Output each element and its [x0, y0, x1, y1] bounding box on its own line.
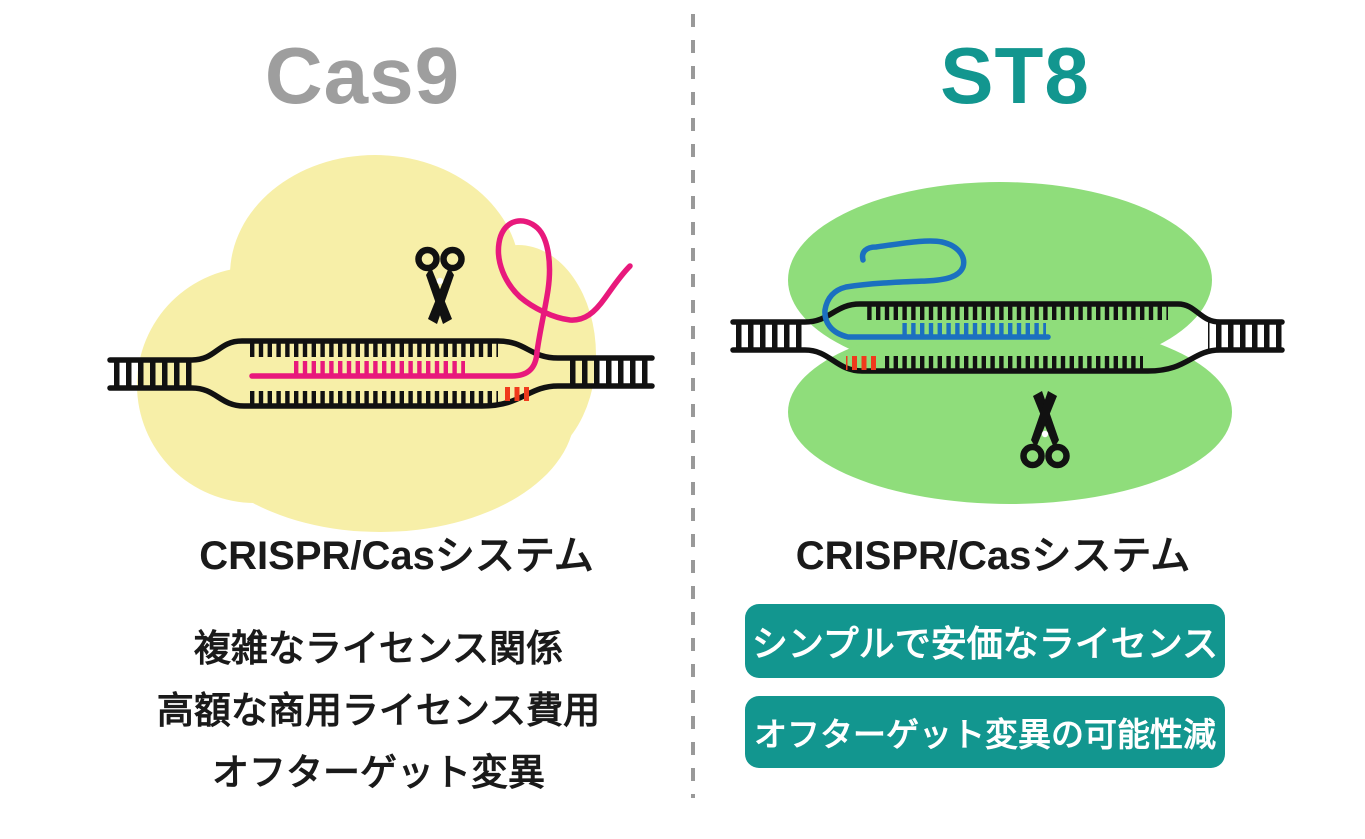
- pam-site-ticks: [846, 356, 876, 370]
- benefit-badge-label: シンプルで安価なライセンス: [751, 623, 1219, 664]
- grna-base-ticks: [290, 361, 465, 374]
- dna-rungs-right: [1208, 322, 1282, 350]
- top-strand-base-ticks: [863, 306, 1168, 320]
- panel-st8: ST8: [693, 0, 1365, 839]
- st8-benefit-list: シンプルで安価なライセンス オフターゲット変異の可能性減: [649, 604, 1321, 786]
- st8-dna-illustration: [730, 182, 1285, 504]
- dna-rungs-left: [114, 360, 192, 388]
- benefit-badge: シンプルで安価なライセンス: [745, 604, 1225, 678]
- guide-rna-strand: [822, 238, 1051, 340]
- panel-cas9: Cas9: [107, 36, 655, 793]
- pam-site-ticks: [502, 387, 530, 401]
- st8-title: ST8: [940, 31, 1090, 120]
- drawback-item: オフターゲット変異: [212, 752, 545, 793]
- cas9-title: Cas9: [264, 31, 461, 120]
- cas9-dna-illustration: [107, 155, 655, 532]
- dna-bottom-strand: [107, 383, 655, 409]
- dashed-divider: [691, 14, 695, 798]
- dna-double-strand: [107, 338, 655, 409]
- dna-bottom-strand: [730, 347, 1285, 374]
- dna-rungs-left: [736, 322, 808, 350]
- st8-protein-blob: [788, 182, 1232, 504]
- drawback-item: 高額な商用ライセンス費用: [156, 690, 601, 731]
- grna-loop: [822, 238, 1051, 340]
- bottom-strand-base-ticks: [885, 356, 1143, 370]
- guide-rna-strand: [249, 218, 633, 379]
- st8-system-label: CRISPR/Casシステム: [795, 534, 1191, 578]
- bottom-strand-base-ticks: [250, 391, 498, 405]
- drawback-item: 複雑なライセンス関係: [193, 628, 564, 669]
- cas9-system-label: CRISPR/Casシステム: [199, 534, 594, 578]
- benefit-badge: オフターゲット変異の可能性減: [745, 696, 1225, 768]
- top-strand-base-ticks: [246, 343, 498, 357]
- grna-base-ticks: [900, 323, 1046, 336]
- dna-top-strand: [107, 338, 655, 363]
- dna-top-strand: [730, 301, 1285, 325]
- scissors-icon: [415, 246, 465, 324]
- scissors-icon: [1020, 391, 1070, 469]
- benefit-badge-label: オフターゲット変異の可能性減: [754, 716, 1216, 753]
- dna-double-strand: [730, 301, 1285, 374]
- dna-rungs-right: [564, 358, 648, 386]
- cas9-drawback-list: 複雑なライセンス関係 高額な商用ライセンス費用 オフターゲット変異: [32, 618, 725, 804]
- grna-loop: [249, 218, 633, 379]
